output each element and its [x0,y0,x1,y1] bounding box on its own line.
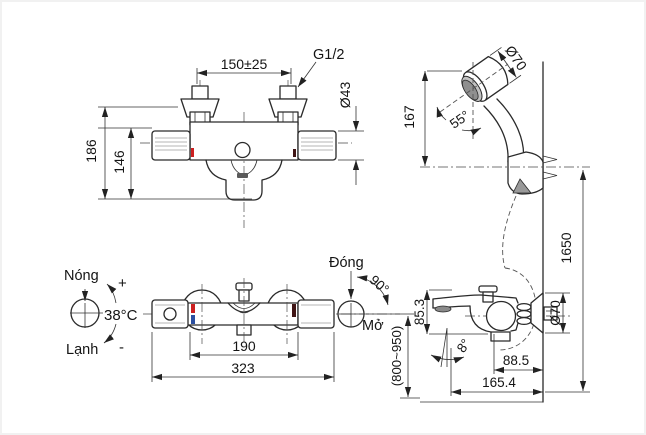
dim-label-overall-width: 323 [231,360,255,376]
dim-label-wall-to-diverter: 88.5 [503,353,529,368]
hot-label: Nóng [64,268,99,284]
rotation-arc [356,275,389,306]
wall-fitting [543,306,558,321]
centerline [201,278,288,344]
angle-arc [461,127,482,136]
dim-label-holder-height: 1650 [558,232,574,263]
dim-label-body-height: 85.3 [412,299,427,325]
diverter-side [478,285,498,303]
temp-arc [106,283,117,304]
dim-label-inlet-spacing: 150±25 [221,56,268,72]
dim-label-spout-height: 146 [111,150,127,174]
head-axis-line [439,63,509,113]
wall-anchor-icon [542,155,558,180]
hose-outlet [490,331,511,342]
dim-label-head-height: 167 [401,105,417,129]
shower-hose-dashed [502,195,517,269]
valve-body-outline [469,294,519,333]
shower-holder [507,151,544,195]
dark-indicator-mark [292,304,296,317]
holder-clip [512,178,532,194]
temperature-control: Nóng + 38°C Lạnh - [64,268,138,358]
dim-label-wall-to-spout: 165.4 [482,375,516,390]
side-view: 85.3 8° 88.5 165.4 Ø70 [412,267,572,403]
top-view: 190 323 [143,278,400,382]
dim-label-handle-dia: Ø43 [337,82,353,109]
diverter-button-front [234,141,251,159]
brand-logo [237,173,248,178]
angle-arc [430,354,465,364]
temp-arc [103,323,117,344]
minus-label: - [119,339,124,356]
dim-label-head-dia: Ø70 [502,42,530,73]
valve-body-circle [485,300,517,332]
angle-arc [436,106,447,121]
temp-setting-label: 38°C [104,307,138,324]
dim-label-total-height: 186 [83,139,99,163]
dim-label-spout-angle: 8° [454,336,474,355]
mixer-body-top [186,302,299,326]
mixer-body-front [189,121,299,161]
left-handle-front [151,130,191,161]
dim-label-valve-centers: 190 [232,338,256,354]
open-label: Mở [362,318,384,334]
close-label: Đóng [329,255,364,271]
handle-screw [163,307,177,321]
spout-front [205,159,283,201]
hand-shower-view: Ø70 55° 167 1650 [401,42,590,403]
cold-label: Lạnh [66,342,98,358]
hot-indicator-mark [191,304,195,313]
flow-control: Đóng 90° Mở (800~950) [329,255,420,399]
aerator [434,305,452,313]
dim-label-head-angle: 55° [447,108,472,132]
dark-indicator-mark [293,149,296,157]
spray-face [462,79,479,101]
hot-indicator-mark [191,148,194,157]
ribbed-connector [516,302,532,326]
plus-label: + [118,275,127,292]
leader-line-thread [297,61,317,88]
dim-label-thread: G1/2 [313,47,344,63]
wall-flange [530,292,544,334]
dim-label-rotation-angle: 90° [367,272,392,297]
diverter-top [227,282,261,336]
dim-label-install-height: (800~950) [389,326,404,387]
extension-line [489,47,502,56]
extension-line [509,74,522,84]
spout-side [432,294,482,313]
dim-label-flange-dia: Ø70 [548,300,563,326]
shower-handle-outline [483,105,509,163]
right-handle-front [297,130,337,161]
cold-indicator-mark [191,315,195,324]
front-view: 150±25 G1/2 Ø43 186 146 [83,47,364,228]
left-handle-top [151,299,189,329]
right-handle-top [297,299,335,329]
